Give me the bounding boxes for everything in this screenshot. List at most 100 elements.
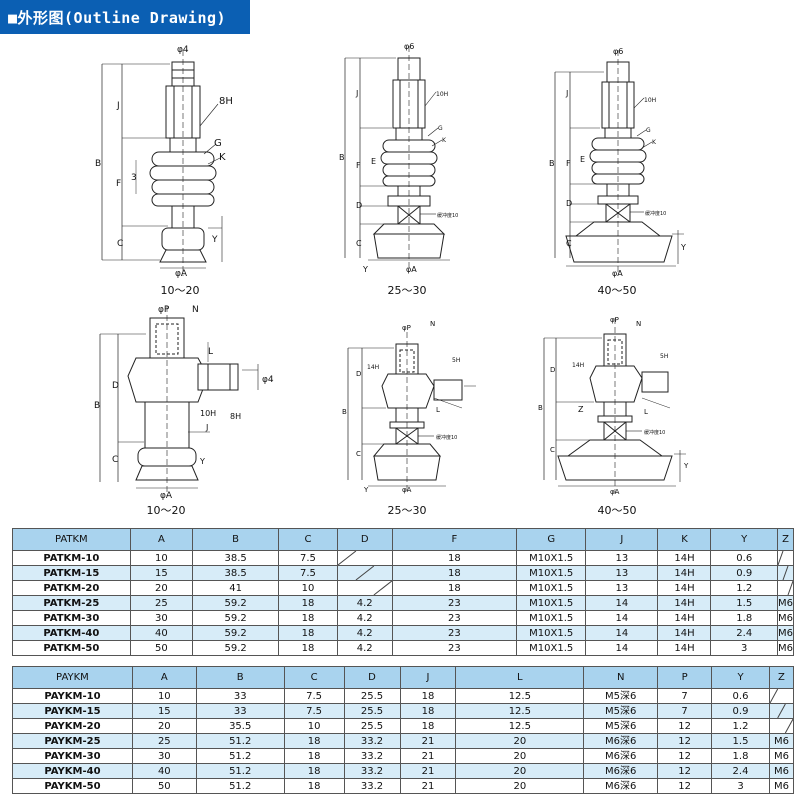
lbl-F-lg: F (566, 159, 571, 168)
table-cell: 18 (391, 550, 518, 566)
model-cell: PATKM-25 (12, 595, 131, 611)
table-cell (777, 580, 794, 596)
table-cell: 50 (131, 778, 197, 794)
lbl-C-bm: C (356, 450, 361, 458)
drawings-svg: φ4 J B F 3 C Y φA 8H G K (94, 42, 689, 501)
table-cell: 1.2 (711, 718, 770, 734)
table-cell: 14H (657, 595, 712, 611)
table-cell: M10X1.5 (516, 550, 587, 566)
diagonal-line (338, 581, 392, 595)
lbl-phiA-b: φA (160, 491, 173, 501)
table-cell: 33.2 (343, 778, 401, 794)
table-cell: 59.2 (192, 640, 280, 656)
table-cell: 14H (657, 550, 712, 566)
drawing-paykm-mid (347, 332, 476, 494)
column-header: L (455, 666, 585, 689)
lbl-C-bl: C (550, 446, 555, 454)
table-cell: 14H (657, 625, 712, 641)
lbl-C: C (117, 239, 123, 249)
caption-bot-mid: 25～30 (387, 504, 427, 517)
table-cell: 1.2 (710, 580, 778, 596)
table-cell: 20 (131, 718, 197, 734)
lbl-N-lg: N (636, 320, 641, 328)
table-cell: 1.8 (711, 748, 770, 764)
table-cell: 21 (399, 763, 457, 779)
table-cell: 51.2 (195, 733, 285, 749)
table-cell: 14H (657, 580, 712, 596)
table-cell: 2.4 (711, 763, 770, 779)
lbl-Z-lg: Z (578, 405, 584, 414)
table-cell: 7 (657, 688, 713, 704)
caption-top-right: 40～50 (597, 284, 637, 297)
lbl-K-mid: K (442, 137, 447, 144)
table-cell: 1.5 (710, 595, 778, 611)
lbl-B-mid: B (339, 153, 345, 162)
lbl-14H-lg: 14H (572, 362, 584, 369)
model-cell: PAYKM-40 (12, 763, 133, 779)
table-cell: 7.5 (278, 550, 338, 566)
table-cell (336, 580, 393, 596)
table-cell: 7.5 (278, 565, 338, 581)
table-cell: 51.2 (195, 763, 285, 779)
table-cell: 30 (129, 610, 194, 626)
diagonal-line (778, 581, 793, 595)
table-cell (768, 688, 795, 704)
table-cell: M10X1.5 (516, 610, 587, 626)
lbl-B-bl: B (538, 404, 543, 412)
column-header: PATKM (12, 528, 131, 551)
lbl-N: N (192, 305, 199, 315)
table-cell: 12 (657, 733, 713, 749)
lbl-Y: Y (211, 235, 218, 245)
table-cell: 10 (283, 718, 345, 734)
model-cell: PAYKM-10 (12, 688, 133, 704)
table-cell: 13 (585, 565, 659, 581)
table-cell: 18 (391, 580, 518, 596)
lbl-J-mid: J (355, 89, 358, 98)
lbl-phiA: φA (175, 269, 188, 279)
diagonal-line (770, 704, 793, 718)
lbl-D-mid: D (356, 201, 362, 210)
column-header: Y (710, 528, 778, 551)
table-cell: 33.2 (343, 733, 401, 749)
column-header: B (192, 528, 280, 551)
table-cell: 51.2 (195, 748, 285, 764)
labels-patkm-small: φ4 J B F 3 C Y φA 8H G K (95, 45, 233, 279)
lbl-phi4-b: φ4 (262, 375, 274, 385)
table-cell: 21 (399, 778, 457, 794)
table-cell: M6 (768, 733, 795, 749)
table-cell: M10X1.5 (516, 640, 587, 656)
table-cell: 33.2 (343, 748, 401, 764)
lbl-zh-bl: 缓冲度10 (644, 429, 665, 436)
column-header: Y (711, 666, 770, 689)
table-cell: 18 (391, 565, 518, 581)
table-cell: 12 (657, 778, 713, 794)
table-cell: 18 (278, 610, 338, 626)
column-header: C (278, 528, 338, 551)
model-cell: PAYKM-25 (12, 733, 133, 749)
lbl-C-mid: C (356, 239, 362, 248)
table-cell: 1.8 (710, 610, 778, 626)
table-cell: 14 (585, 595, 659, 611)
lbl-phiA-mid: φA (406, 265, 417, 274)
table-cell: 23 (391, 625, 518, 641)
table-cell: 12 (657, 718, 713, 734)
table-cell: 20 (455, 733, 585, 749)
table-cell: 59.2 (192, 625, 280, 641)
lbl-10H-b: 10H (200, 409, 216, 418)
table-cell: 12.5 (455, 703, 585, 719)
table-cell: 33 (195, 688, 285, 704)
lbl-F-mid: F (356, 161, 361, 170)
table-cell: 20 (455, 763, 585, 779)
lbl-3: 3 (131, 173, 137, 183)
lbl-14H-mid: 14H (367, 364, 379, 371)
table-cell: 18 (283, 733, 345, 749)
table-cell: 25.5 (343, 703, 401, 719)
model-cell: PAYKM-30 (12, 748, 133, 764)
